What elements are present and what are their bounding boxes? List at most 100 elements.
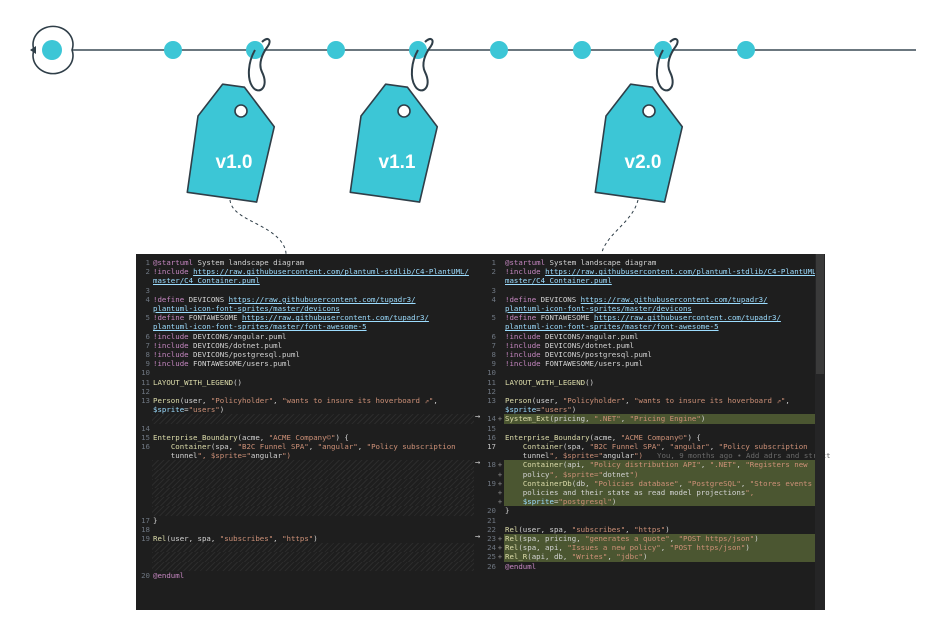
code-line[interactable]: 18 — [136, 525, 474, 534]
code-line[interactable]: + policies and their state as read model… — [474, 488, 825, 497]
line-number: 8 — [491, 350, 496, 359]
line-number: 14 — [487, 414, 496, 424]
code-line[interactable]: 20} — [474, 506, 825, 515]
code-line[interactable]: 17 Container(spa, "B2C Funnel SPA", "ang… — [474, 442, 825, 451]
code-line[interactable]: 8!include DEVICONS/postgresql.puml — [474, 350, 825, 359]
code-text: LAYOUT_WITH_LEGEND() — [153, 377, 242, 387]
code-line[interactable]: 26@enduml — [474, 562, 825, 571]
code-line[interactable]: + policy", $sprite="dotnet") — [474, 470, 825, 479]
code-line[interactable]: 2!include https://raw.githubusercontent.… — [474, 267, 825, 276]
line-number: 12 — [141, 386, 150, 396]
code-line[interactable] — [136, 479, 474, 488]
diff-arrow-icon[interactable]: → — [475, 458, 481, 469]
code-line[interactable]: 14 — [136, 424, 474, 433]
code-line[interactable]: 21 — [474, 516, 825, 525]
code-line[interactable]: master/C4_Container.puml — [136, 276, 474, 285]
code-line[interactable] — [136, 562, 474, 571]
code-line[interactable]: 6!include DEVICONS/angular.puml — [474, 332, 825, 341]
diff-plus-marker: + — [497, 488, 503, 497]
line-number: 14 — [141, 423, 150, 433]
code-line[interactable] — [136, 497, 474, 506]
code-line[interactable]: 8!include DEVICONS/postgresql.puml — [136, 350, 474, 359]
code-line[interactable]: 1@startuml System landscape diagram — [136, 258, 474, 267]
code-line[interactable]: 7!include DEVICONS/dotnet.puml — [136, 341, 474, 350]
diff-placeholder-hatch — [152, 543, 474, 553]
code-line[interactable]: 16 Container(spa, "B2C Funnel SPA", "ang… — [136, 442, 474, 451]
code-line[interactable]: 18+ Container(api, "Policy distribution … — [474, 460, 825, 469]
vertical-scrollbar[interactable] — [815, 254, 825, 610]
code-text: tunnel", $sprite="angular") — [153, 451, 291, 461]
code-line[interactable]: 17} — [136, 516, 474, 525]
code-line[interactable]: 2!include https://raw.githubusercontent.… — [136, 267, 474, 276]
code-line[interactable]: 20@enduml — [136, 571, 474, 580]
line-number: 11 — [487, 377, 496, 387]
code-line[interactable]: 4!define DEVICONS https://raw.githubuser… — [474, 295, 825, 304]
code-line[interactable]: 9!include FONTAWESOME/users.puml — [474, 359, 825, 368]
code-line[interactable]: plantuml-icon-font-sprites/master/font-a… — [474, 322, 825, 331]
code-line[interactable]: plantuml-icon-font-sprites/master/devico… — [474, 304, 825, 313]
code-line[interactable]: 10 — [474, 368, 825, 377]
code-line[interactable]: tunnel", $sprite="angular") — [136, 451, 474, 460]
code-line[interactable]: 3 — [136, 286, 474, 295]
code-line[interactable]: $sprite="users") — [136, 405, 474, 414]
code-line[interactable]: plantuml-icon-font-sprites/master/font-a… — [136, 322, 474, 331]
line-number: 12 — [487, 386, 496, 396]
code-line[interactable]: 5!define FONTAWESOME https://raw.githubu… — [474, 313, 825, 322]
code-line[interactable]: 6!include DEVICONS/angular.puml — [136, 332, 474, 341]
code-line[interactable]: 24+Rel(spa, api, "Issues a new policy", … — [474, 543, 825, 552]
code-line[interactable]: 14+System_Ext(pricing, ".NET", "Pricing … — [474, 414, 825, 423]
code-line[interactable]: 12 — [474, 387, 825, 396]
line-number: 13 — [141, 396, 150, 405]
code-line[interactable] — [136, 470, 474, 479]
diff-placeholder-hatch — [152, 469, 474, 479]
line-number: 20 — [141, 570, 150, 580]
code-line[interactable]: 15 — [474, 424, 825, 433]
code-line[interactable]: 7!include DEVICONS/dotnet.puml — [474, 341, 825, 350]
code-line[interactable]: 23+Rel(spa, pricing, "generates a quote"… — [474, 534, 825, 543]
tag-v2-0-icon — [594, 38, 684, 255]
diff-arrow-icon[interactable]: → — [475, 532, 481, 542]
code-line[interactable]: 5!define FONTAWESOME https://raw.githubu… — [136, 313, 474, 322]
added-line-highlight — [504, 543, 825, 553]
code-line[interactable]: 9!include FONTAWESOME/users.puml — [136, 359, 474, 368]
code-line[interactable]: tunnel", $sprite="angular")You, 9 months… — [474, 451, 831, 460]
code-line[interactable]: 1@startuml System landscape diagram — [474, 258, 825, 267]
diff-placeholder-hatch — [152, 478, 474, 488]
diff-arrow-icon[interactable]: → — [475, 412, 481, 423]
code-line[interactable]: $sprite="users") — [474, 405, 825, 414]
code-line[interactable] — [136, 552, 474, 561]
code-line[interactable] — [136, 506, 474, 515]
code-text: Person(user, "Policyholder", "wants to i… — [153, 396, 438, 405]
tag-label-v1-1: v1.1 — [378, 152, 416, 173]
code-line[interactable]: 12 — [136, 387, 474, 396]
code-line[interactable] — [136, 488, 474, 497]
code-line[interactable] — [136, 414, 474, 423]
code-line[interactable] — [136, 460, 474, 469]
code-line[interactable] — [136, 543, 474, 552]
line-number: 6 — [145, 331, 150, 341]
added-line-highlight — [504, 534, 825, 544]
code-line[interactable]: 3 — [474, 286, 825, 295]
code-line[interactable]: 10 — [136, 368, 474, 377]
code-line[interactable]: master/C4_Container.puml — [474, 276, 825, 285]
timeline-start-marker — [30, 25, 74, 75]
code-line[interactable]: 4!define DEVICONS https://raw.githubuser… — [136, 295, 474, 304]
added-line-highlight — [504, 497, 825, 507]
code-line[interactable]: 25+Rel_R(api, db, "Writes", "jdbc") — [474, 552, 825, 561]
scrollbar-thumb[interactable] — [816, 254, 824, 374]
code-line[interactable]: 19+ ContainerDb(db, "Policies database",… — [474, 479, 825, 488]
code-text: @enduml — [505, 561, 537, 571]
code-line[interactable]: + $sprite="postgresql") — [474, 497, 825, 506]
diff-plus-marker: + — [497, 414, 503, 424]
code-line[interactable]: plantuml-icon-font-sprites/master/devico… — [136, 304, 474, 313]
